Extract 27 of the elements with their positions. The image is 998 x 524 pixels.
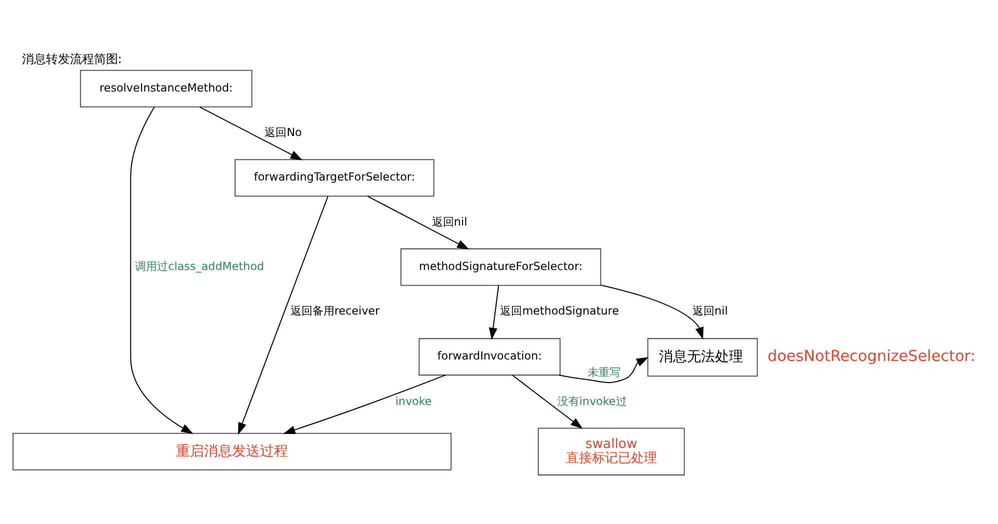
- edge-label: 返回nil: [432, 215, 468, 228]
- edge-label: 没有invoke过: [557, 394, 627, 408]
- arrow: [200, 106, 303, 160]
- arrow: [600, 284, 704, 340]
- arrow: [367, 196, 470, 250]
- edge-label: 返回备用receiver: [290, 304, 380, 318]
- edge-label: 返回nil: [692, 304, 728, 318]
- node-box: resolveInstanceMethod:: [80, 70, 252, 108]
- edge-label: 调用过class_addMethod: [135, 260, 264, 273]
- arrow: [283, 374, 446, 434]
- arrow: [238, 196, 328, 435]
- edge-label: 返回No: [264, 126, 302, 140]
- node-box: 重启消息发送过程: [12, 432, 452, 470]
- edge-label: 未重写: [588, 366, 621, 379]
- node-box: forwardInvocation:: [418, 338, 561, 376]
- edge-label: 返回methodSignature: [500, 304, 619, 318]
- arrow: [488, 285, 500, 340]
- node-box: swallow 直接标记已处理: [538, 428, 685, 476]
- diagram-title: 消息转发流程简图:: [22, 52, 122, 66]
- edge-label: invoke: [395, 394, 432, 408]
- node-box: forwardingTargetForSelector:: [234, 159, 434, 197]
- arrow: [558, 357, 649, 384]
- node-label: doesNotRecognizeSelector:: [767, 346, 976, 365]
- node-box: methodSignatureForSelector:: [400, 248, 602, 286]
- arrow: [130, 106, 194, 434]
- arrow: [512, 374, 583, 429]
- node-box: 消息无法处理: [647, 338, 758, 377]
